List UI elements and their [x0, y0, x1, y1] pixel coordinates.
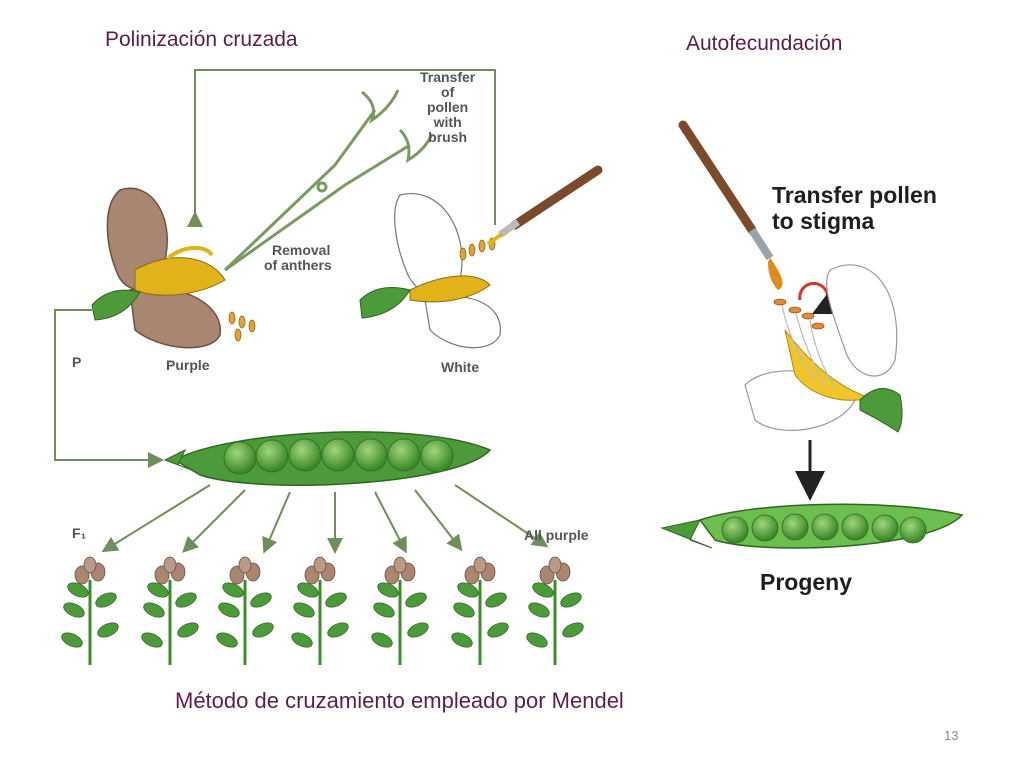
- pea-pod: [163, 431, 492, 486]
- f1-plants: [61, 556, 584, 665]
- f1-plant: [526, 556, 584, 665]
- transfer-path-arrow: [187, 69, 496, 227]
- circular-arrow-icon: [798, 281, 846, 315]
- parent-generation-label: P: [72, 354, 82, 370]
- f1-plant: [61, 556, 119, 665]
- white-label: White: [441, 359, 480, 375]
- self-pollinating-flower: [744, 264, 903, 433]
- f1-plant: [451, 556, 509, 665]
- cross-pollination-title: Polinización cruzada: [105, 28, 298, 51]
- f1-plant: [216, 556, 274, 665]
- paintbrush-icon: [486, 165, 603, 246]
- peas: [223, 438, 454, 475]
- method-caption: Método de cruzamiento empleado por Mende…: [175, 688, 624, 713]
- purple-flower: [91, 187, 256, 349]
- removal-anthers-label: Removal of anthers: [264, 242, 332, 273]
- transfer-pollen-label: Transfer of pollen with brush: [420, 69, 476, 145]
- parent-to-pod-arrow: [54, 309, 164, 468]
- all-purple-label: All purple: [524, 527, 589, 543]
- transfer-pollen-stigma-label: Transfer pollen to stigma: [772, 182, 937, 234]
- progeny-label: Progeny: [760, 569, 853, 595]
- self-fertilization-diagram: [660, 120, 964, 549]
- f1-generation-label: F₁: [72, 525, 87, 541]
- paintbrush-icon: [678, 120, 783, 290]
- f1-plant: [141, 556, 199, 665]
- f1-arrows: [101, 484, 549, 554]
- scissors-icon: [223, 89, 434, 272]
- purple-label: Purple: [166, 357, 210, 373]
- progeny-pea-pod: [660, 503, 964, 549]
- cross-pollination-diagram: [54, 69, 603, 665]
- peas: [721, 513, 927, 544]
- f1-plant: [371, 556, 429, 665]
- page-number: 13: [944, 728, 959, 743]
- f1-plant: [291, 556, 349, 665]
- self-fertilization-title: Autofecundación: [686, 32, 843, 55]
- white-flower: [359, 193, 501, 349]
